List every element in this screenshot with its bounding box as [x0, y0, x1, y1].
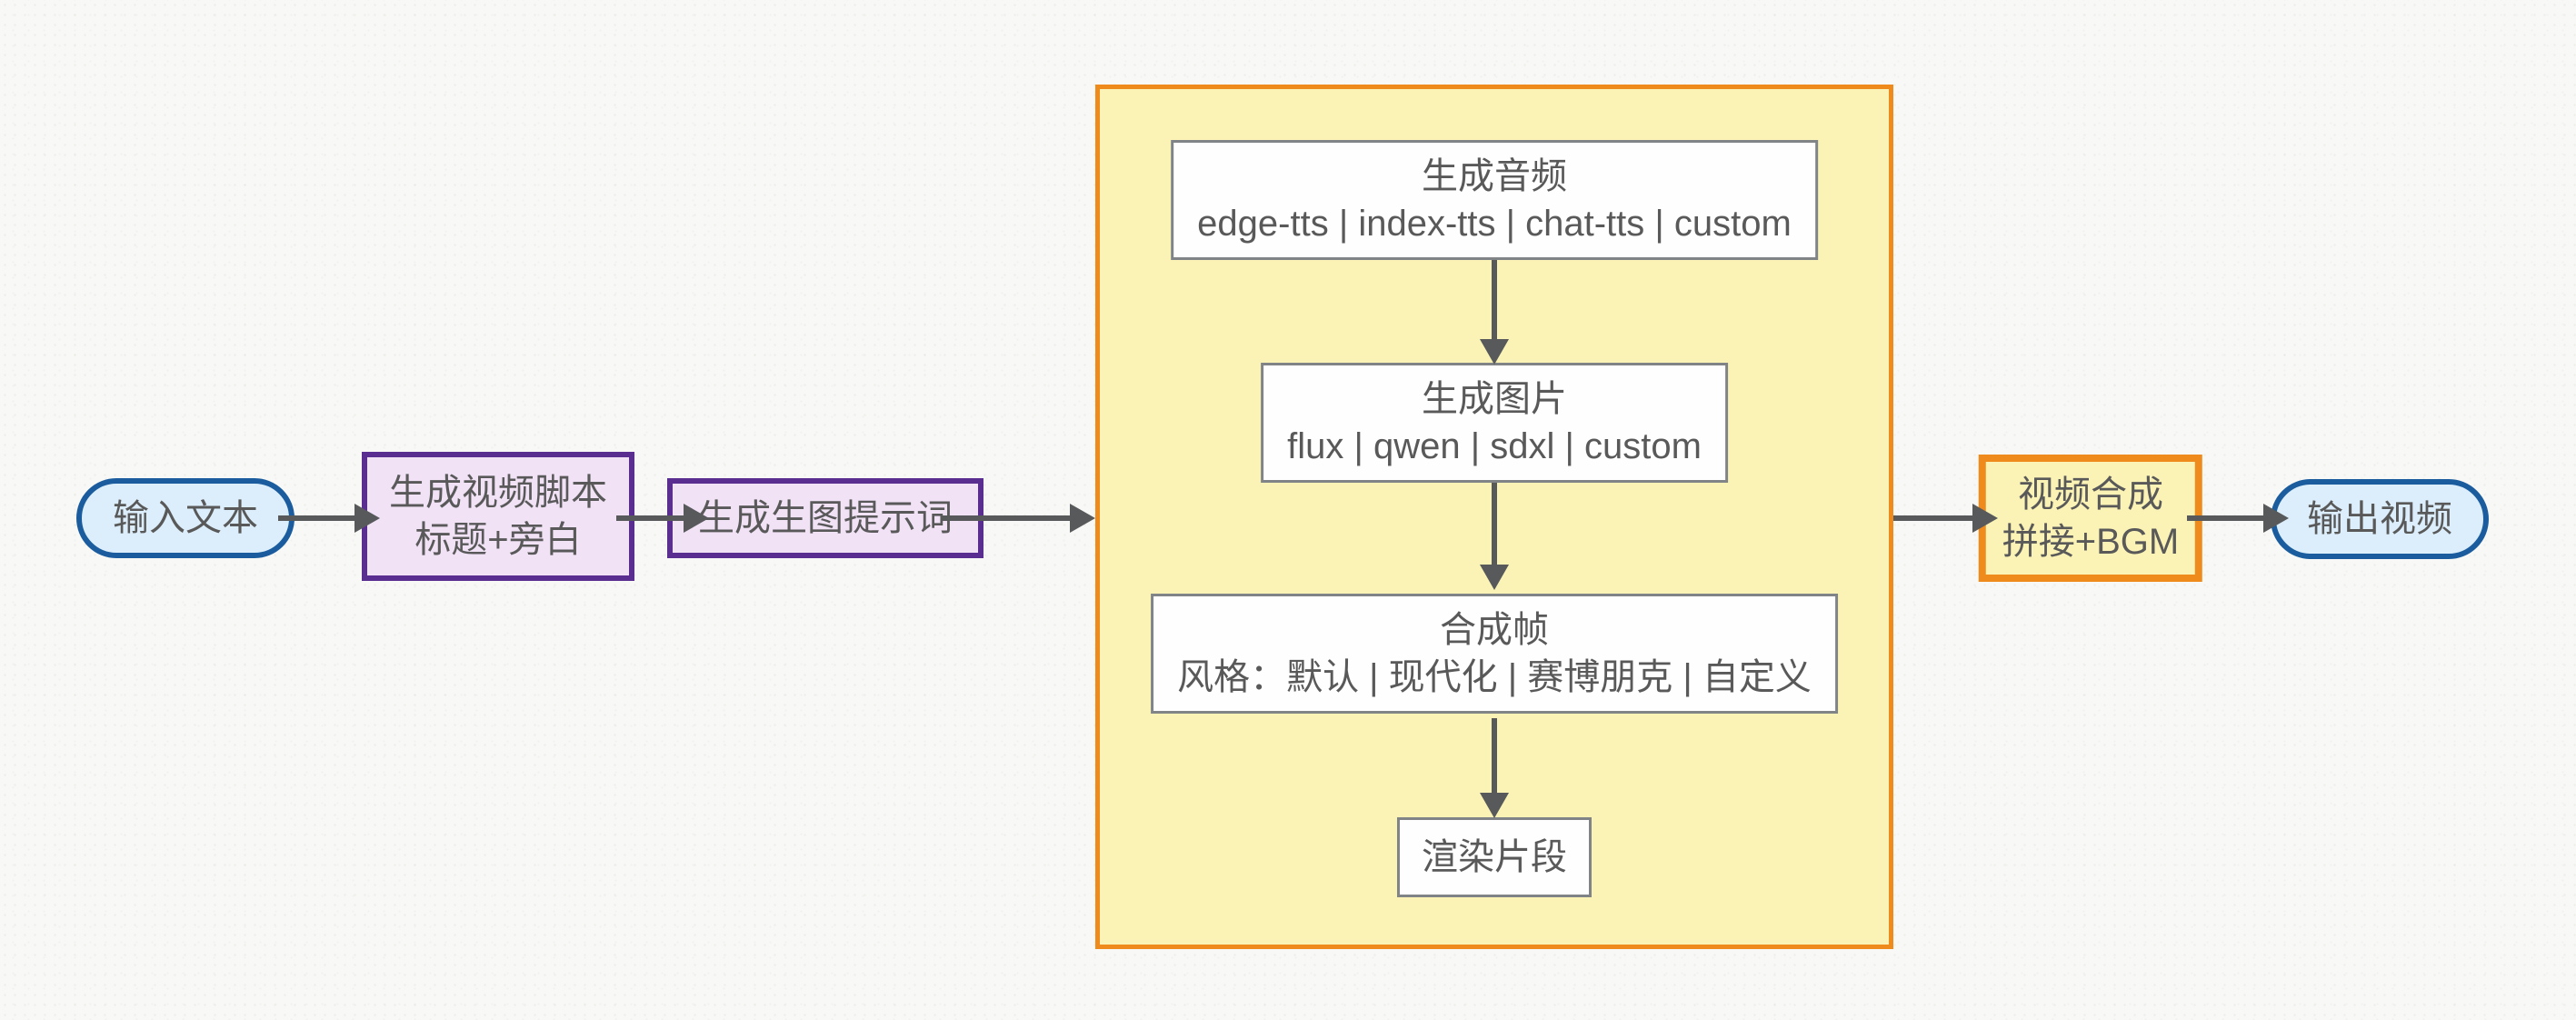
arrow-image-to-frame: [1492, 483, 1497, 565]
node-video-compose-subtitle: 拼接+BGM: [2002, 522, 2180, 562]
node-output-video-label: 输出视频: [2307, 499, 2452, 539]
node-generate-image: 生成图片 flux | qwen | sdxl | custom: [1261, 363, 1728, 483]
node-generate-script-title: 生成视频脚本: [389, 473, 607, 513]
node-generate-script-subtitle: 标题+旁白: [414, 520, 582, 560]
node-video-compose-title: 视频合成: [2017, 475, 2163, 515]
node-generate-audio-title: 生成音频: [1421, 156, 1567, 196]
node-input-text: 输入文本: [76, 478, 295, 558]
node-generate-audio: 生成音频 edge-tts | index-tts | chat-tts | c…: [1171, 140, 1818, 260]
node-generate-image-subtitle: flux | qwen | sdxl | custom: [1287, 426, 1702, 466]
arrow-script-to-prompt: [616, 515, 684, 521]
arrow-compose-to-output: [2187, 515, 2264, 521]
node-generate-script: 生成视频脚本 标题+旁白: [362, 452, 634, 581]
node-output-video: 输出视频: [2271, 479, 2489, 559]
node-generate-image-prompt: 生成生图提示词: [667, 478, 983, 558]
node-render-clip: 渲染片段: [1397, 817, 1592, 897]
node-input-text-label: 输入文本: [113, 498, 258, 538]
node-video-compose: 视频合成 拼接+BGM: [1978, 455, 2203, 582]
node-render-clip-label: 渲染片段: [1422, 837, 1567, 877]
arrow-frame-to-render: [1492, 718, 1497, 794]
node-generate-image-title: 生成图片: [1422, 379, 1567, 419]
node-generate-audio-subtitle: edge-tts | index-tts | chat-tts | custom: [1197, 204, 1792, 244]
arrow-prompt-to-group: [943, 515, 1071, 521]
node-compose-frame: 合成帧 风格：默认 | 现代化 | 赛博朋克 | 自定义: [1151, 594, 1838, 714]
node-generate-image-prompt-label: 生成生图提示词: [698, 498, 953, 538]
node-compose-frame-title: 合成帧: [1439, 610, 1549, 650]
node-compose-frame-subtitle: 风格：默认 | 现代化 | 赛博朋克 | 自定义: [1177, 657, 1812, 697]
arrow-input-to-script: [278, 515, 355, 521]
arrow-group-to-compose: [1893, 515, 1973, 521]
arrow-audio-to-image: [1492, 260, 1497, 340]
